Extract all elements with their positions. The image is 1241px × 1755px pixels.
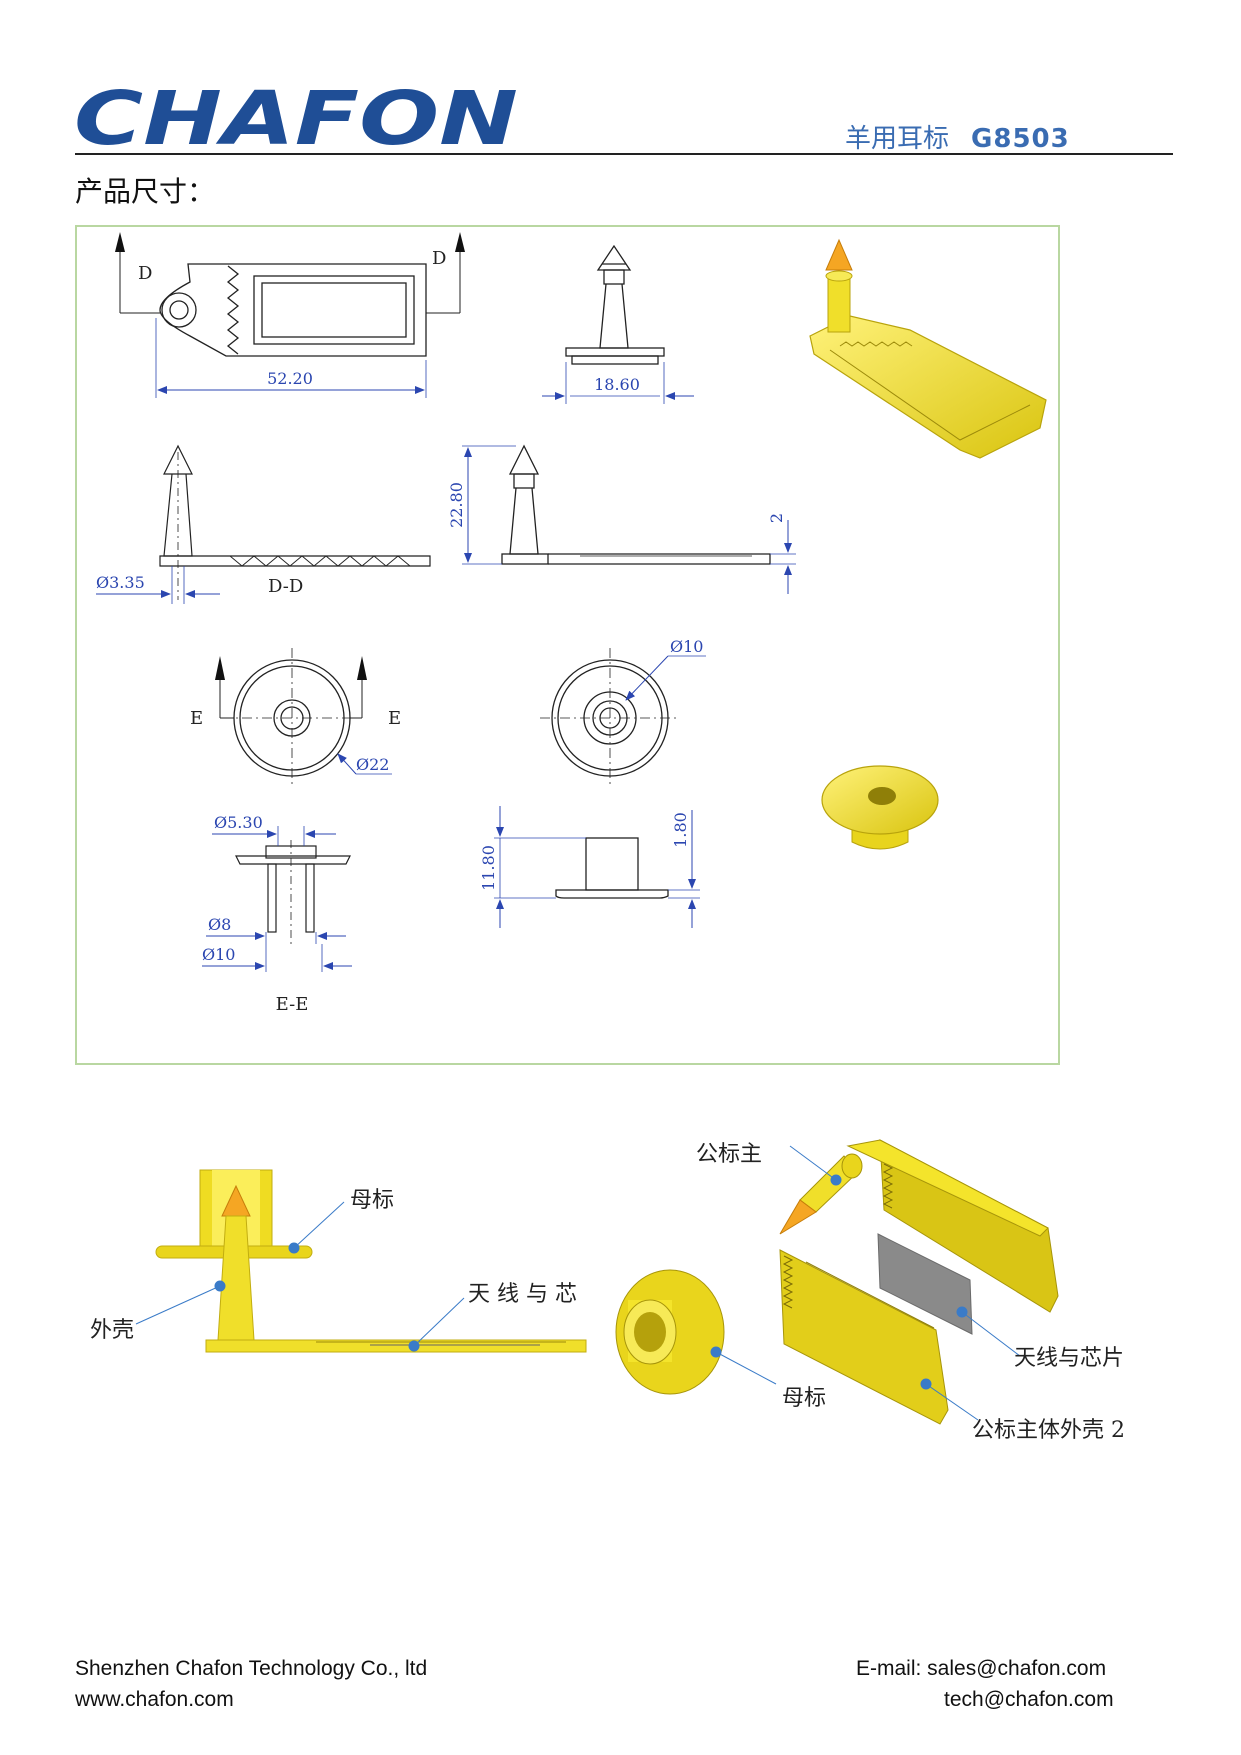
footer-website[interactable]: www.chafon.com [75,1688,234,1711]
section-title: 产品尺寸： [75,175,216,208]
callout-female-tag-2: 母标 [782,1386,827,1411]
footer-contact-block: E-mail: sales@chafon.com tech@chafon.com [820,1653,1147,1715]
callout-male-main: 公标主 [696,1142,763,1167]
footer-email-sales[interactable]: E-mail: sales@chafon.com [856,1657,1107,1680]
chafon-logo: CHAFON [74,86,518,148]
product-title: 羊用耳标 G8503 [845,118,1070,155]
product-name: 羊用耳标 [845,124,950,154]
callout-antenna-chip: 天 线 与 芯 [468,1282,577,1307]
callout-shell: 外壳 [90,1318,135,1343]
callout-male-body-shell: 公标主体外壳 2 [972,1418,1125,1443]
footer-company-block: Shenzhen Chafon Technology Co., ltd www.… [75,1653,427,1715]
product-model: G8503 [971,124,1070,154]
header-divider [75,153,1173,155]
exploded-view [615,1139,1059,1425]
exploded-leader-lines [710,1145,1021,1421]
drawing-panel [75,225,1060,1065]
logo-text: CHAFON [74,86,518,148]
assembly-leader-lines [135,1201,465,1352]
footer-company: Shenzhen Chafon Technology Co., ltd [75,1657,428,1680]
callout-antenna-chip-full: 天线与芯片 [1014,1346,1125,1371]
footer-email-tech[interactable]: tech@chafon.com [944,1688,1114,1711]
callout-female-tag: 母标 [350,1188,395,1213]
